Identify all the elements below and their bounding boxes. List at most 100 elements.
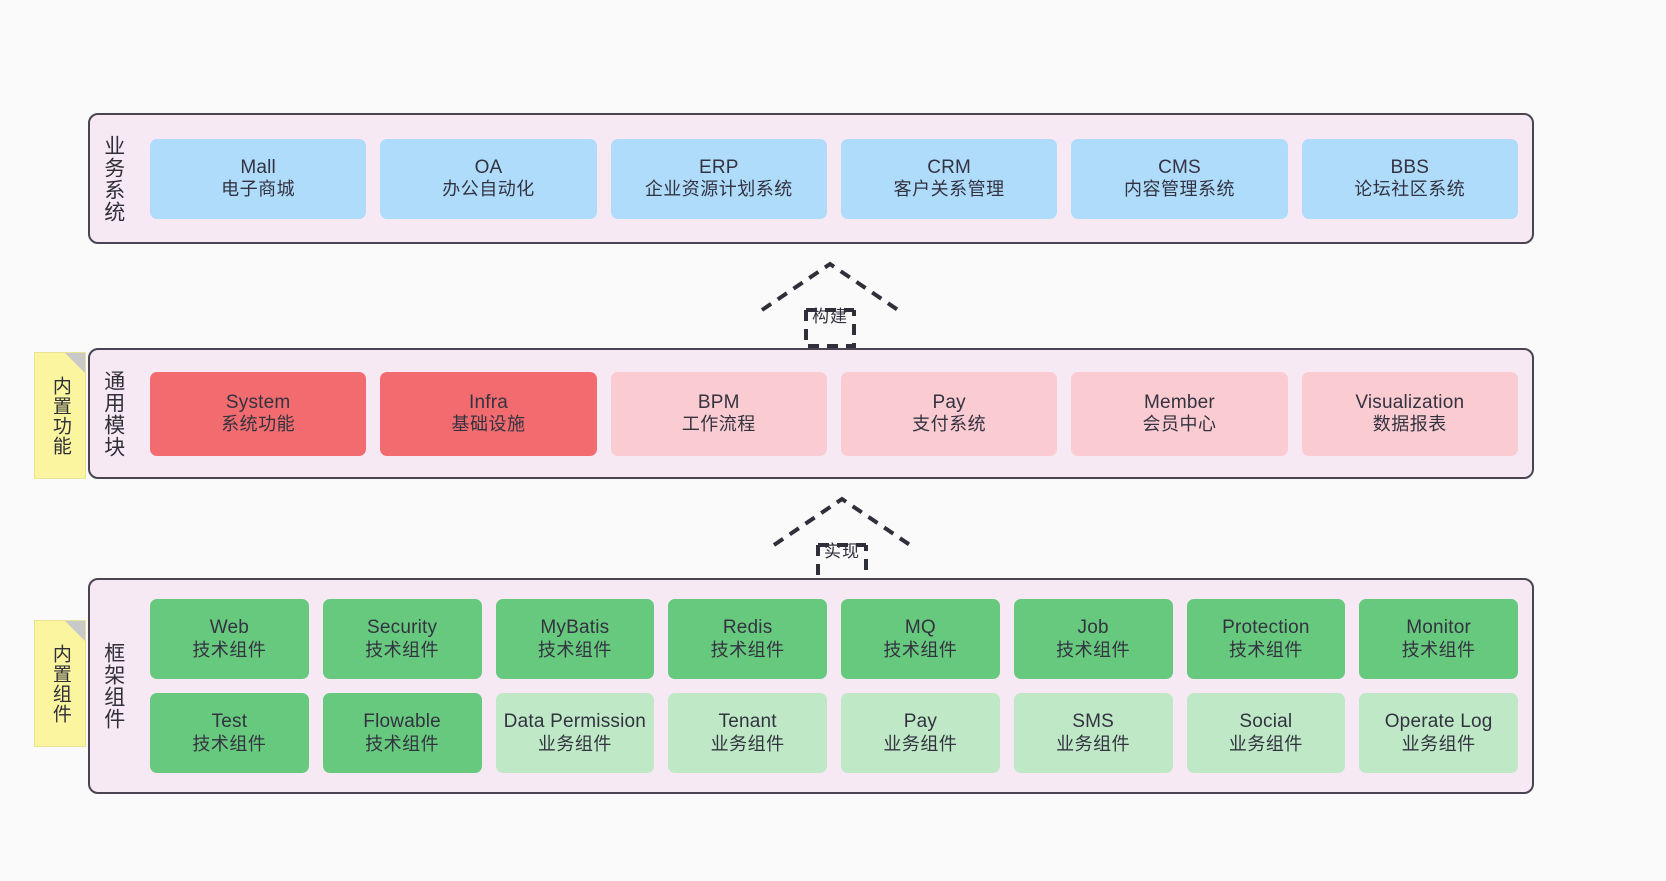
card-tenant-cn: 业务组件 <box>710 733 785 754</box>
card-visualization-en: Visualization <box>1355 391 1465 413</box>
card-bbs-en: BBS <box>1390 156 1430 178</box>
card-protection-cn: 技术组件 <box>1228 639 1303 660</box>
card-system[interactable]: System 系统功能 <box>150 371 367 456</box>
card-flowable-cn: 技术组件 <box>365 733 440 754</box>
card-erp-en: ERP <box>698 156 739 178</box>
card-mq-en: MQ <box>904 617 936 639</box>
note-fold-corner-icon <box>65 621 85 641</box>
sticky-note-builtin-function-label: 内置功能 <box>49 375 71 456</box>
layer-common-module-title: 通用模块 <box>101 369 125 458</box>
layer-common-module-cards: System 系统功能 Infra 基础设施 BPM 工作流程 Pay 支付系统… <box>136 350 1532 477</box>
card-infra-en: Infra <box>468 391 508 413</box>
card-tenant[interactable]: Tenant 业务组件 <box>668 693 827 773</box>
card-pay-component[interactable]: Pay 业务组件 <box>841 693 1000 773</box>
card-erp[interactable]: ERP 企业资源计划系统 <box>610 138 827 219</box>
layer-framework-component[interactable]: 框架组件 Web 技术组件 Security 技术组件 MyBatis 技术组件… <box>88 578 1534 794</box>
card-operate-log-cn: 业务组件 <box>1401 733 1476 754</box>
card-system-cn: 系统功能 <box>221 414 296 435</box>
card-data-permission-cn: 业务组件 <box>537 733 612 754</box>
layer-common-module[interactable]: 通用模块 System 系统功能 Infra 基础设施 BPM 工作流程 Pay <box>88 348 1534 479</box>
card-redis-en: Redis <box>722 617 773 639</box>
card-mybatis-en: MyBatis <box>540 617 610 639</box>
card-web-cn: 技术组件 <box>192 639 267 660</box>
framework-business-row: Test 技术组件 Flowable 技术组件 Data Permission … <box>150 693 1518 773</box>
card-sms-cn: 业务组件 <box>1056 733 1131 754</box>
card-mall[interactable]: Mall 电子商城 <box>150 138 367 219</box>
card-test-cn: 技术组件 <box>192 733 267 754</box>
card-job[interactable]: Job 技术组件 <box>1013 599 1173 679</box>
business-card-row: Mall 电子商城 OA 办公自动化 ERP 企业资源计划系统 CRM 客户关系… <box>150 138 1518 219</box>
card-member[interactable]: Member 会员中心 <box>1071 371 1288 456</box>
card-bpm-en: BPM <box>697 391 740 413</box>
sticky-note-builtin-function: 内置功能 <box>34 352 86 479</box>
card-cms-en: CMS <box>1158 156 1201 178</box>
connector-implement-label: 实现 <box>824 542 860 561</box>
connector-build: 构建 <box>760 261 900 348</box>
card-cms-cn: 内容管理系统 <box>1123 179 1235 200</box>
card-test[interactable]: Test 技术组件 <box>150 693 309 773</box>
card-mall-en: Mall <box>240 156 276 178</box>
card-bbs[interactable]: BBS 论坛社区系统 <box>1301 138 1518 219</box>
card-infra-cn: 基础设施 <box>451 414 526 435</box>
card-bpm[interactable]: BPM 工作流程 <box>610 371 827 456</box>
card-crm-cn: 客户关系管理 <box>893 179 1005 200</box>
card-crm[interactable]: CRM 客户关系管理 <box>840 138 1058 219</box>
connector-implement: 实现 <box>772 496 912 583</box>
card-mq[interactable]: MQ 技术组件 <box>841 599 1000 679</box>
card-flowable[interactable]: Flowable 技术组件 <box>322 693 482 773</box>
card-oa-en: OA <box>474 156 503 178</box>
common-card-row: System 系统功能 Infra 基础设施 BPM 工作流程 Pay 支付系统… <box>150 371 1518 456</box>
card-sms[interactable]: SMS 业务组件 <box>1013 693 1173 773</box>
card-erp-cn: 企业资源计划系统 <box>644 179 793 200</box>
framework-tech-row: Web 技术组件 Security 技术组件 MyBatis 技术组件 Redi… <box>150 599 1518 679</box>
card-security[interactable]: Security 技术组件 <box>322 599 482 679</box>
card-visualization[interactable]: Visualization 数据报表 <box>1301 371 1518 456</box>
card-pay-component-cn: 业务组件 <box>883 733 958 754</box>
card-infra[interactable]: Infra 基础设施 <box>380 371 597 456</box>
card-mybatis-cn: 技术组件 <box>537 639 612 660</box>
card-oa-cn: 办公自动化 <box>442 179 535 200</box>
card-sms-en: SMS <box>1072 711 1115 733</box>
card-social[interactable]: Social 业务组件 <box>1186 693 1346 773</box>
layer-framework-component-title: 框架组件 <box>101 642 125 730</box>
card-job-cn: 技术组件 <box>1056 639 1131 660</box>
card-visualization-cn: 数据报表 <box>1372 414 1447 435</box>
card-operate-log[interactable]: Operate Log 业务组件 <box>1359 693 1518 773</box>
card-mall-cn: 电子商城 <box>221 179 296 200</box>
card-data-permission-en: Data Permission <box>503 711 647 733</box>
build-stem <box>804 310 856 348</box>
card-test-en: Test <box>211 711 248 733</box>
layer-business-system[interactable]: 业务系统 Mall 电子商城 OA 办公自动化 ERP 企业资源计划系统 CRM <box>88 113 1534 244</box>
card-operate-log-en: Operate Log <box>1384 711 1493 733</box>
card-social-en: Social <box>1239 711 1293 733</box>
card-flowable-en: Flowable <box>363 711 441 733</box>
card-mybatis[interactable]: MyBatis 技术组件 <box>495 599 655 679</box>
card-monitor[interactable]: Monitor 技术组件 <box>1359 599 1518 679</box>
connector-build-label: 构建 <box>812 307 848 326</box>
card-security-en: Security <box>367 617 438 639</box>
card-pay-module[interactable]: Pay 支付系统 <box>840 371 1058 456</box>
card-bbs-cn: 论坛社区系统 <box>1354 179 1466 200</box>
card-web-en: Web <box>209 617 250 639</box>
card-oa[interactable]: OA 办公自动化 <box>380 138 597 219</box>
card-bpm-cn: 工作流程 <box>681 414 756 435</box>
card-monitor-cn: 技术组件 <box>1401 639 1476 660</box>
note-fold-corner-icon <box>65 353 85 373</box>
build-arrowhead <box>760 261 900 312</box>
card-system-en: System <box>225 391 291 413</box>
card-redis[interactable]: Redis 技术组件 <box>668 599 827 679</box>
card-cms[interactable]: CMS 内容管理系统 <box>1071 138 1288 219</box>
card-protection[interactable]: Protection 技术组件 <box>1186 599 1346 679</box>
card-pay-module-en: Pay <box>932 391 966 413</box>
card-protection-en: Protection <box>1222 617 1310 639</box>
layer-business-system-cards: Mall 电子商城 OA 办公自动化 ERP 企业资源计划系统 CRM 客户关系… <box>136 115 1532 242</box>
card-data-permission[interactable]: Data Permission 业务组件 <box>495 693 655 773</box>
sticky-note-builtin-component-label: 内置组件 <box>49 643 71 724</box>
card-member-cn: 会员中心 <box>1142 414 1217 435</box>
card-monitor-en: Monitor <box>1406 617 1471 639</box>
card-job-en: Job <box>1077 617 1109 639</box>
card-web[interactable]: Web 技术组件 <box>150 599 309 679</box>
card-member-en: Member <box>1144 391 1215 413</box>
layer-business-system-title: 业务系统 <box>101 134 125 223</box>
